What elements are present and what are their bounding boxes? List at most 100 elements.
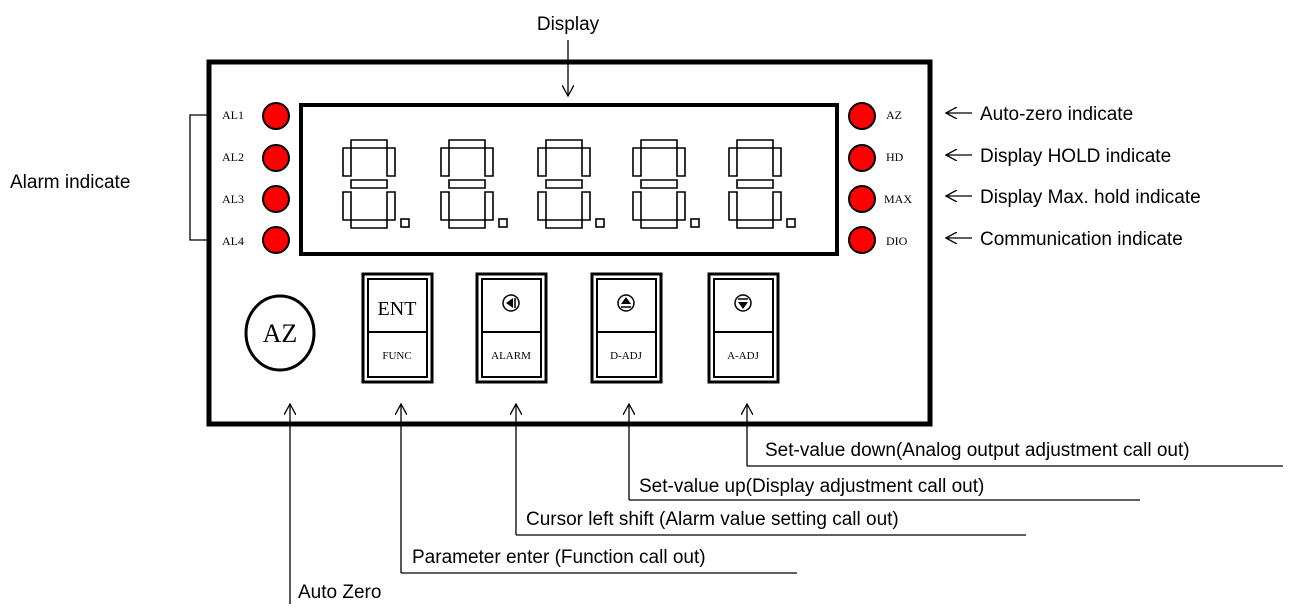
set-value-up-label: Set-value up(Display adjustment call out…	[639, 476, 984, 497]
digit-segment	[640, 179, 678, 189]
alarm-bracket	[189, 114, 207, 241]
cursor-left-shift-label: Cursor left shift (Alarm value setting c…	[526, 509, 899, 530]
digit-segment	[545, 139, 583, 149]
alarm-led-group: AL1 AL2 AL3 AL4	[222, 102, 290, 254]
auto-zero-indicate-label: Auto-zero indicate	[980, 104, 1133, 125]
dio-led	[848, 226, 876, 254]
ent-label: ENT	[378, 298, 417, 320]
digit-segment	[632, 191, 642, 221]
digit-segment	[440, 147, 450, 177]
digit-segment	[772, 191, 782, 221]
az-button-label: AZ	[263, 319, 298, 348]
set-value-down-label: Set-value down(Analog output adjustment …	[765, 440, 1190, 461]
display-label: Display	[537, 14, 600, 35]
digit-segment	[581, 191, 591, 221]
seven-segment-digit	[728, 139, 796, 229]
seven-segment-digits	[342, 139, 796, 229]
display-hold-indicate-label: Display HOLD indicate	[980, 146, 1171, 167]
alarm-led-2	[262, 144, 290, 172]
left-arrow-icon	[502, 294, 520, 312]
panel-frame	[206, 59, 933, 427]
digit-segment	[545, 179, 583, 189]
digit-segment	[386, 191, 396, 221]
digit-segment	[537, 147, 547, 177]
digit-segment	[537, 191, 547, 221]
decimal-point	[595, 218, 605, 228]
display-max-hold-indicate-label: Display Max. hold indicate	[980, 187, 1201, 208]
down-key-inner	[713, 278, 774, 378]
aadj-key-label: A-ADJ	[727, 350, 759, 362]
decimal-point	[400, 218, 410, 228]
az-led	[848, 102, 876, 130]
digit-segment	[676, 147, 686, 177]
digit-segment	[484, 147, 494, 177]
key-callouts: Set-value down(Analog output adjustment …	[290, 404, 1283, 604]
hold-led	[848, 144, 876, 172]
status-led-label: MAX	[884, 192, 912, 206]
digit-segment	[342, 147, 352, 177]
max-led	[848, 185, 876, 213]
digit-segment	[350, 179, 388, 189]
digit-segment	[484, 191, 494, 221]
down-aadj-key[interactable]: A-ADJ	[707, 272, 780, 384]
up-key-outer[interactable]	[590, 272, 663, 384]
digit-segment	[632, 147, 642, 177]
status-led-group: AZ HD MAX DIO	[848, 102, 912, 254]
digit-segment	[736, 219, 774, 229]
alarm-led-4	[262, 226, 290, 254]
seven-segment-digit	[537, 139, 605, 229]
left-key-inner	[481, 278, 542, 378]
up-key-inner	[596, 278, 657, 378]
down-key-outer[interactable]	[707, 272, 780, 384]
parameter-enter-label: Parameter enter (Function call out)	[412, 547, 706, 568]
alarm-led-label: AL3	[222, 192, 244, 206]
digit-segment	[772, 147, 782, 177]
digit-segment	[386, 147, 396, 177]
digit-segment	[545, 219, 583, 229]
auto-zero-label: Auto Zero	[298, 582, 381, 603]
status-led-label: DIO	[886, 234, 908, 248]
status-callouts: Auto-zero indicate Display HOLD indicate…	[946, 104, 1201, 250]
up-dadj-key[interactable]: D-ADJ	[590, 272, 663, 384]
digit-segment	[640, 139, 678, 149]
decimal-point	[498, 218, 508, 228]
ent-key-outer[interactable]	[361, 272, 434, 384]
digit-segment	[350, 139, 388, 149]
decimal-point	[690, 218, 700, 228]
digit-segment	[676, 191, 686, 221]
alarm-led-label: AL1	[222, 108, 244, 122]
alarm-led-label: AL2	[222, 150, 244, 164]
alarm-led-label: AL4	[222, 234, 244, 248]
seven-segment-digit	[632, 139, 700, 229]
digit-segment	[448, 179, 486, 189]
az-button-outline[interactable]	[244, 294, 316, 372]
digit-segment	[350, 219, 388, 229]
dadj-key-label: D-ADJ	[610, 350, 642, 362]
ent-func-key[interactable]: ENT FUNC	[361, 272, 434, 384]
digit-segment	[728, 147, 738, 177]
digit-segment	[440, 191, 450, 221]
left-alarm-key[interactable]: ALARM	[475, 272, 548, 384]
status-led-label: HD	[886, 150, 904, 164]
seven-segment-digit	[342, 139, 410, 229]
down-arrow-icon	[734, 294, 752, 312]
alarm-led-1	[262, 102, 290, 130]
alarm-indicate-label: Alarm indicate	[10, 172, 130, 193]
digit-segment	[728, 191, 738, 221]
digit-segment	[640, 219, 678, 229]
status-led-label: AZ	[886, 108, 902, 122]
ent-key-inner	[367, 278, 428, 378]
digit-segment	[736, 179, 774, 189]
az-button[interactable]: AZ	[244, 294, 316, 372]
seven-segment-digit	[440, 139, 508, 229]
up-arrow-icon	[617, 294, 635, 312]
left-key-outer[interactable]	[475, 272, 548, 384]
alarm-key-label: ALARM	[491, 350, 531, 362]
alarm-led-3	[262, 185, 290, 213]
digit-segment	[448, 139, 486, 149]
digit-segment	[736, 139, 774, 149]
digit-segment	[342, 191, 352, 221]
communication-indicate-label: Communication indicate	[980, 229, 1183, 250]
display-window	[299, 103, 839, 256]
